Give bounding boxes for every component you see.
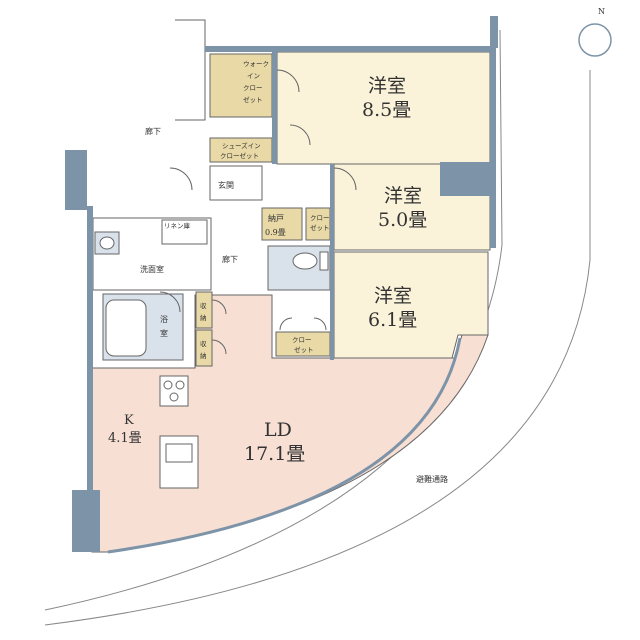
- column-left-bottom: [72, 490, 100, 552]
- ld-name: LD: [264, 419, 292, 441]
- closet-small-label-1: クロー: [310, 214, 330, 222]
- bedroom1-name: 洋室: [368, 75, 406, 97]
- burner-3: [169, 392, 179, 402]
- storage-upper-label-1: 収: [200, 302, 207, 310]
- hallway-mid-label: 廊下: [222, 254, 238, 264]
- bedroom1-size: 8.5畳: [362, 99, 411, 121]
- column-right: [440, 162, 490, 196]
- entrance-outline: [209, 165, 263, 201]
- door-swing-washroom: [159, 291, 181, 313]
- storage-room-size: 0.9畳: [265, 228, 286, 237]
- wall-bedroom-divider: [330, 164, 334, 360]
- storage-lower-label-1: 収: [200, 340, 207, 348]
- kitchen-sink: [165, 443, 193, 463]
- walk-in-closet-floor: [209, 53, 273, 118]
- door-swing-closet-wide-r: [313, 317, 327, 331]
- washbasin-bowl: [99, 236, 115, 250]
- door-swing-bedroom1: [276, 69, 300, 93]
- shoes-in-closet-label-2: クローゼット: [220, 151, 259, 160]
- storage-lower-label-2: 納: [200, 351, 207, 360]
- bedroom1-floor: [276, 51, 491, 165]
- kitchen-size: 4.1畳: [108, 431, 142, 446]
- walk-in-closet-label-1: ウォーク: [243, 60, 269, 68]
- entrance-label: 玄関: [218, 180, 234, 190]
- bedroom3-size: 6.1畳: [368, 309, 417, 331]
- storage-room-floor: [261, 207, 303, 241]
- bathtub: [105, 299, 147, 357]
- column-left-top: [65, 150, 87, 210]
- evacuation-path-label: 避難通路: [416, 474, 448, 484]
- bedroom3-name: 洋室: [374, 285, 412, 307]
- wall-left-lower: [87, 366, 93, 496]
- bath-label-2: 室: [160, 328, 168, 338]
- bedroom2-size: 5.0畳: [378, 209, 427, 231]
- linen-cabinet: [161, 219, 208, 245]
- storage-upper-floor: [195, 291, 213, 329]
- door-swing-storage2: [211, 339, 227, 355]
- door-swing-closet-wide-l: [279, 317, 293, 331]
- bedroom2-name: 洋室: [384, 185, 422, 207]
- door-swing-storage: [211, 299, 227, 315]
- kitchen-name: K: [124, 413, 134, 428]
- bath-label-1: 浴: [160, 314, 168, 324]
- walk-in-closet-label-3: クロー: [243, 84, 263, 92]
- evacuation-path-outer-line: [44, 29, 503, 611]
- evacuation-path-inner-line: [44, 70, 591, 626]
- storage-lower-floor: [195, 329, 213, 367]
- closet-wide-label-1: クロー: [292, 336, 312, 344]
- wall-hall-divider: [272, 52, 277, 164]
- closet-small-floor: [305, 207, 331, 241]
- hallway-top-label: 廊下: [145, 126, 161, 136]
- ld-size: 17.1畳: [244, 443, 305, 465]
- closet-wide-label-2: ゼット: [294, 345, 314, 354]
- walk-in-closet-label-2: イン: [247, 72, 260, 80]
- linen-label: リネン庫: [164, 221, 191, 230]
- washroom-label: 洗面室: [140, 264, 164, 274]
- walk-in-closet-label-4: ゼット: [243, 95, 263, 104]
- hallway-outline: [175, 19, 206, 121]
- wall-left-upper: [87, 206, 93, 366]
- door-swing-shoes: [289, 124, 311, 146]
- toilet-tank: [319, 251, 329, 271]
- ld-window-wall: [107, 337, 462, 554]
- column-top-right: [490, 16, 498, 48]
- bedroom2-floor: [333, 163, 491, 251]
- north-label: N: [598, 7, 605, 16]
- wall-top: [205, 46, 495, 52]
- storage-upper-label-2: 納: [200, 313, 207, 322]
- burner-2: [175, 380, 185, 390]
- door-swing-entrance: [169, 167, 193, 191]
- closet-small-label-2: ゼット: [310, 223, 330, 232]
- toilet-bowl: [292, 252, 318, 270]
- storage-room-name: 納戸: [268, 213, 284, 223]
- wall-right-side: [490, 48, 496, 248]
- shoes-in-closet-label-1: シューズイン: [222, 141, 261, 150]
- closet-wide-floor: [275, 331, 331, 357]
- burner-1: [163, 380, 173, 390]
- north-compass-icon: N: [578, 7, 612, 58]
- door-swing-bedroom2: [333, 167, 357, 191]
